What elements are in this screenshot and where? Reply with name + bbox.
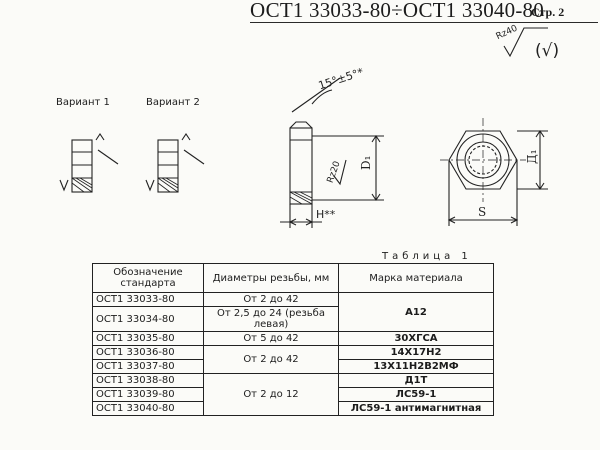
technical-drawing: Rz40 (√) — [59, 23, 559, 228]
side-view-nut: D₁ H** 15°±5°* Rz20 — [280, 65, 384, 228]
roughness-paren-label: (√) — [535, 41, 559, 61]
header-diameters: Диаметры резьбы, мм — [203, 263, 339, 293]
page-label: Стр. 2 — [531, 5, 565, 19]
header-rule — [250, 22, 598, 23]
material-cell: 30ХГСА — [338, 331, 494, 346]
header-standard: Обозначение стандарта — [92, 263, 204, 293]
diameter-cell: От 2,5 до 24 (резьба левая) — [203, 306, 339, 332]
dim-d-label: Д₁ — [525, 149, 539, 164]
standard-cell: ОСТ1 33040-80 — [92, 401, 204, 416]
header-material: Марка материала — [338, 263, 494, 293]
roughness-check-symbol — [503, 27, 548, 58]
table-caption: Таблица 1 — [382, 251, 472, 262]
standard-cell: ОСТ1 33034-80 — [92, 306, 204, 332]
variant-2-nut — [145, 133, 205, 193]
standard-cell: ОСТ1 33037-80 — [92, 359, 204, 374]
dim-h-label: H** — [316, 208, 336, 221]
dim-s-label: S — [478, 205, 486, 219]
header-title: ОСТ1 33033-80÷ОСТ1 33040-80 — [250, 0, 544, 22]
diameter-cell: От 2 до 12 — [203, 373, 339, 416]
dim-d1-label: D₁ — [359, 156, 373, 170]
variant-2-label: Вариант 2 — [146, 97, 200, 108]
angle-label: 15°±5°* — [317, 65, 366, 92]
spec-table: Обозначение стандарта Диаметры резьбы, м… — [92, 263, 494, 416]
standard-cell: ОСТ1 33035-80 — [92, 331, 204, 346]
standard-cell: ОСТ1 33033-80 — [92, 292, 204, 307]
material-cell: Д1Т — [338, 373, 494, 388]
material-cell: 13Х11Н2В2МФ — [338, 359, 494, 374]
table-row: ОСТ1 33033-80 От 2 до 42 А12 — [92, 292, 494, 332]
standard-cell: ОСТ1 33036-80 — [92, 345, 204, 360]
variant-1-nut — [59, 133, 119, 193]
variant-1-label: Вариант 1 — [56, 97, 110, 108]
diameter-cell: От 2 до 42 — [203, 345, 339, 374]
end-view-nut: Д₁ S — [440, 118, 548, 226]
roughness-top-label: Rz40 — [495, 23, 520, 42]
table-row: ОСТ1 33035-80 От 5 до 42 30ХГСА — [92, 331, 494, 346]
material-cell: 14Х17Н2 — [338, 345, 494, 360]
roughness-side-label: Rz20 — [326, 160, 343, 185]
table-row: ОСТ1 33037-80 13Х11Н2В2МФ — [92, 359, 494, 374]
table-row: ОСТ1 33036-80 От 2 до 42 14Х17Н2 — [92, 345, 494, 374]
material-cell: ЛС59-1 антимагнитная — [338, 401, 494, 416]
standard-cell: ОСТ1 33039-80 — [92, 387, 204, 402]
table-row: ОСТ1 33040-80 ЛС59-1 антимагнитная — [92, 401, 494, 416]
table-row: ОСТ1 33038-80 От 2 до 12 Д1Т — [92, 373, 494, 416]
diameter-cell: От 5 до 42 — [203, 331, 339, 346]
table-header-row: Обозначение стандарта Диаметры резьбы, м… — [92, 263, 494, 293]
material-cell: А12 — [338, 292, 494, 332]
standard-cell: ОСТ1 33038-80 — [92, 373, 204, 388]
material-cell: ЛС59-1 — [338, 387, 494, 402]
diameter-cell: От 2 до 42 — [203, 292, 339, 307]
